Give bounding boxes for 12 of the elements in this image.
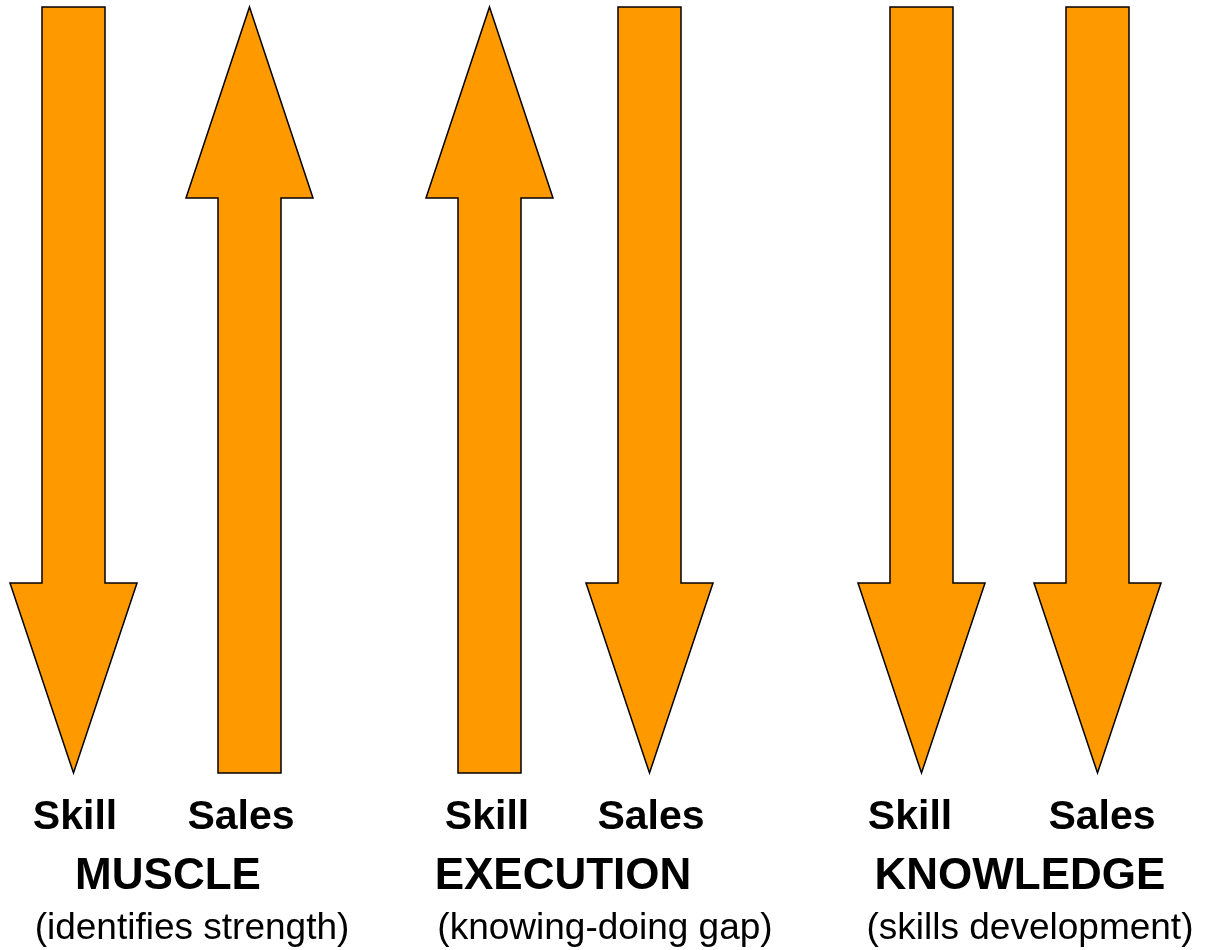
group-subtitle: (knowing-doing gap) [437, 908, 773, 945]
axis-label: Skill [444, 795, 530, 836]
group-title: KNOWLEDGE [874, 852, 1166, 896]
axis-label: Sales [187, 795, 295, 836]
axis-label: Sales [597, 795, 705, 836]
axis-label: Skill [867, 795, 953, 836]
group-subtitle: (skills development) [866, 908, 1194, 945]
group-subtitle: (identifies strength) [34, 908, 350, 945]
axis-label: Sales [1048, 795, 1156, 836]
group-title: EXECUTION [434, 852, 692, 896]
axis-label: Skill [32, 795, 118, 836]
group-title: MUSCLE [75, 852, 261, 896]
